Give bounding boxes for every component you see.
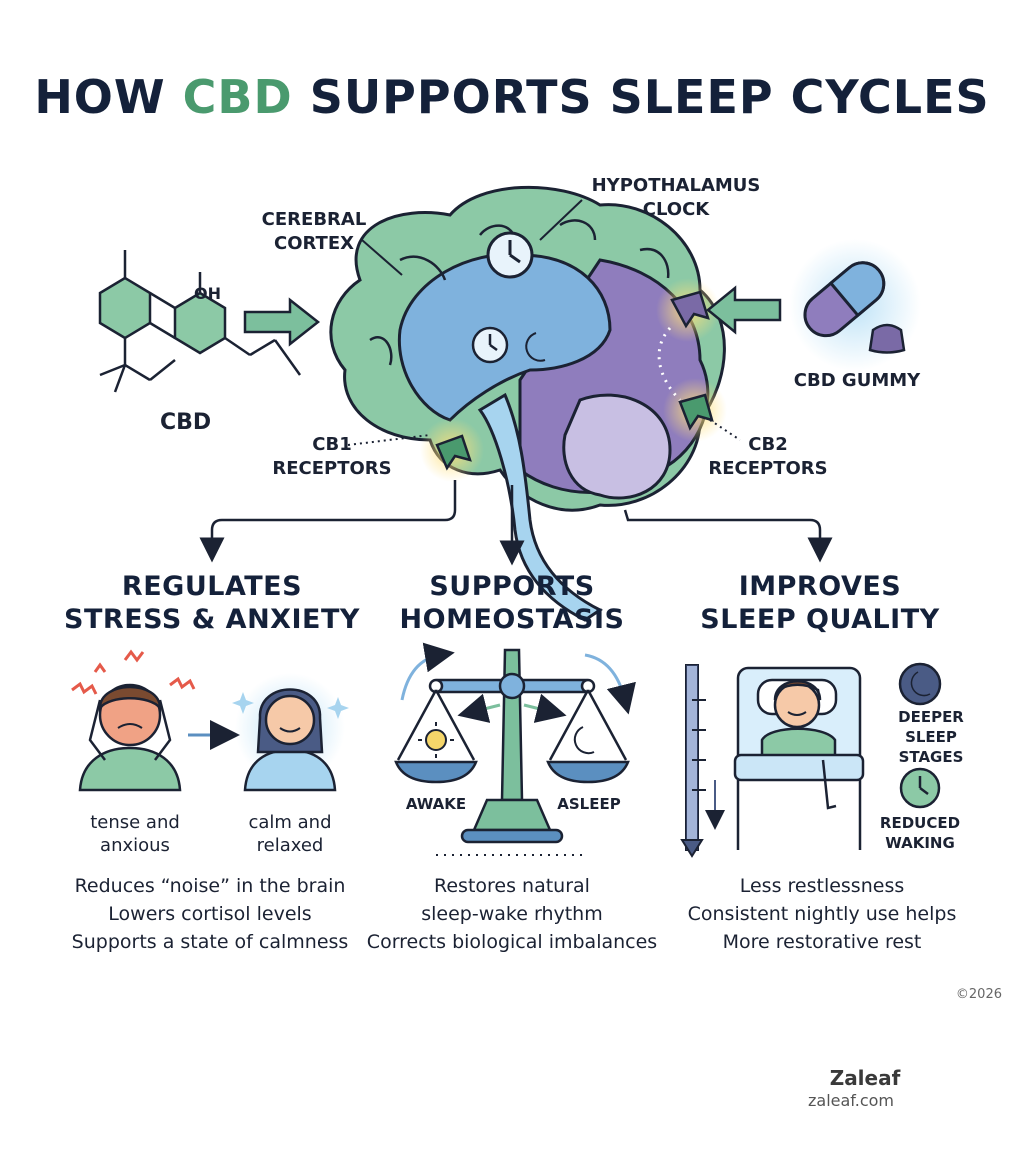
stress-squiggle-icon xyxy=(71,649,196,695)
sparkle-icon xyxy=(232,692,349,719)
clock-icon xyxy=(471,326,509,364)
pill-icon xyxy=(803,261,886,338)
title-accent: CBD xyxy=(182,70,293,124)
page-title: HOW CBD SUPPORTS SLEEP CYCLES xyxy=(34,70,990,124)
asleep-label: ASLEEP xyxy=(557,795,621,813)
moon-icon xyxy=(573,726,595,755)
sun-icon xyxy=(418,722,454,758)
moon-icon xyxy=(898,662,942,706)
arrow-icon xyxy=(706,285,782,335)
cb2-receptor-icon xyxy=(670,290,710,329)
cb2-receptor-icon xyxy=(678,393,714,431)
tense-person-illustration xyxy=(78,683,182,792)
brand-name: Zaleaf xyxy=(829,1066,901,1090)
gummy-icon xyxy=(868,323,906,354)
calm-person-illustration xyxy=(243,688,337,792)
copyright-notice: ©2026 xyxy=(955,987,1002,1002)
bed-illustration xyxy=(733,666,865,850)
cb1-receptor-icon xyxy=(435,434,472,471)
oh-label: OH xyxy=(194,284,221,303)
balance-scale-illustration xyxy=(394,648,630,844)
moon-icon xyxy=(525,332,546,362)
awake-label: AWAKE xyxy=(405,795,467,813)
cbd-label: CBD xyxy=(160,410,212,435)
brand-url-link[interactable]: zaleaf.com xyxy=(807,1091,895,1110)
gummy-label: CBD GUMMY xyxy=(793,370,921,391)
clock-icon xyxy=(899,767,941,809)
arrow-icon xyxy=(243,297,321,347)
clock-icon xyxy=(486,231,534,279)
cbd-molecule-diagram xyxy=(98,250,302,393)
